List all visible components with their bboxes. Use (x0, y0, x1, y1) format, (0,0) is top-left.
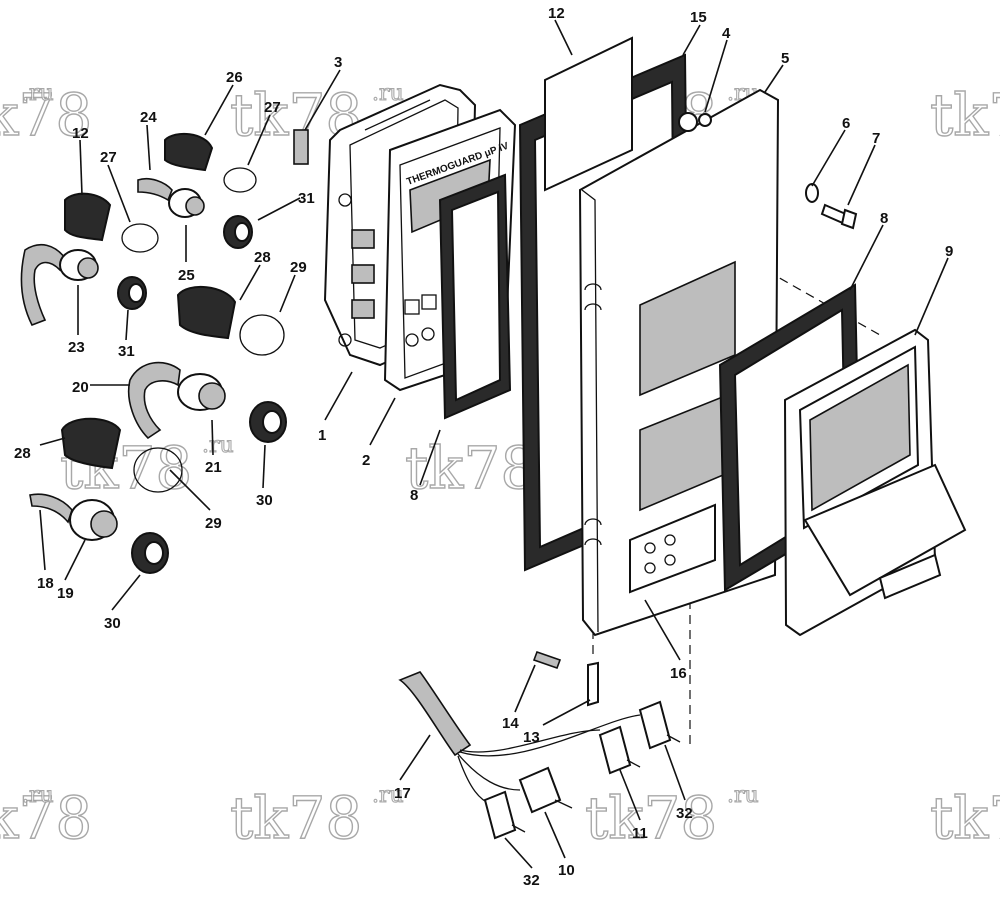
callout-31: 31 (118, 343, 135, 360)
callout-8: 8 (410, 487, 418, 504)
toggle-switch (638, 700, 681, 750)
connector-ring-31 (223, 215, 253, 249)
callout-32: 32 (676, 805, 693, 822)
washer (805, 183, 819, 203)
svg-text:.ru: .ru (372, 81, 404, 106)
callout-14: 14 (502, 715, 519, 732)
watermark: tk78 (929, 783, 1000, 852)
callout-4: 4 (722, 25, 731, 42)
screw (678, 112, 712, 132)
hose-clamp (133, 447, 183, 493)
connector-ring-30 (131, 532, 169, 574)
hose-clamp (121, 223, 159, 253)
connector-boot-28 (60, 417, 122, 470)
toggle-switch (483, 790, 526, 840)
svg-text:tk78: tk78 (0, 81, 92, 149)
connector-boot-26 (164, 132, 214, 172)
callout-12: 12 (548, 5, 565, 22)
callout-11: 11 (632, 825, 648, 842)
connector-ring-30 (249, 401, 287, 443)
connector-ring-31 (117, 276, 147, 310)
callout-15: 15 (690, 9, 707, 26)
switch-harness (398, 671, 681, 840)
callout-7: 7 (872, 130, 880, 147)
watermark: tk78 (929, 80, 1000, 149)
callout-1: 1 (318, 427, 326, 444)
callout-23: 23 (68, 339, 85, 356)
callout-32: 32 (523, 872, 540, 889)
callout-6: 6 (842, 115, 850, 132)
callout-25: 25 (178, 267, 195, 284)
callout-26: 26 (226, 69, 243, 86)
toggle-switch (598, 725, 641, 775)
label-sheet (544, 36, 633, 192)
callout-28: 28 (254, 249, 271, 266)
callout-20: 20 (72, 379, 89, 396)
svg-text:tk78: tk78 (0, 784, 92, 852)
callout-27: 27 (264, 99, 281, 116)
svg-text:tk78: tk78 (230, 784, 362, 852)
callout-30: 30 (256, 492, 273, 509)
callouts: 1 2 3 4 5 6 7 8 8 9 10 11 12 12 13 14 15… (14, 5, 953, 889)
spring (532, 650, 562, 670)
watermark: tk78 .ru (0, 80, 93, 149)
svg-text:.ru: .ru (22, 783, 54, 808)
leader-lines (39, 19, 949, 869)
connector-boot-28 (176, 285, 237, 340)
callout-29: 29 (290, 259, 307, 276)
watermark: tk78 .ru (584, 782, 759, 852)
callout-31: 31 (298, 190, 315, 207)
callout-28: 28 (14, 445, 31, 462)
callout-8: 8 (880, 210, 888, 227)
gasket-small (438, 173, 512, 420)
svg-text:.ru: .ru (372, 783, 404, 808)
connector-cable-23 (20, 243, 99, 327)
callout-10: 10 (558, 862, 575, 879)
callout-21: 21 (205, 459, 222, 476)
svg-text:tk78: tk78 (930, 81, 1000, 149)
callout-24: 24 (140, 109, 157, 126)
callout-13: 13 (523, 729, 540, 746)
bezel-window (783, 328, 967, 637)
toggle-switch (518, 766, 573, 814)
svg-text:tk78: tk78 (930, 784, 1000, 852)
callout-27: 27 (100, 149, 117, 166)
callout-9: 9 (945, 243, 953, 260)
svg-text:tk78: tk78 (585, 784, 717, 852)
bolt (820, 203, 858, 230)
connector-boot-12 (64, 192, 112, 242)
watermark: tk78 .ru (0, 782, 93, 852)
connector-cable-21 (127, 361, 226, 440)
callout-3: 3 (334, 54, 342, 71)
hose-clamp (239, 314, 285, 356)
callout-5: 5 (781, 50, 789, 67)
callout-19: 19 (57, 585, 74, 602)
connector-cable-19 (29, 493, 118, 541)
terminal-strip (293, 129, 309, 165)
callout-2: 2 (362, 452, 370, 469)
callout-17: 17 (394, 785, 411, 802)
watermark: tk78 .ru (229, 782, 404, 852)
callout-29: 29 (205, 515, 222, 532)
callout-12: 12 (72, 125, 89, 142)
pin (587, 661, 599, 707)
callout-30: 30 (104, 615, 121, 632)
svg-text:.ru: .ru (202, 433, 234, 458)
callout-16: 16 (670, 665, 687, 682)
svg-text:.ru: .ru (727, 783, 759, 808)
svg-text:.ru: .ru (22, 81, 54, 106)
callout-18: 18 (37, 575, 54, 592)
connector-cable-25 (137, 177, 205, 218)
svg-text:tk78: tk78 (405, 434, 537, 502)
hose-clamp (223, 167, 257, 193)
